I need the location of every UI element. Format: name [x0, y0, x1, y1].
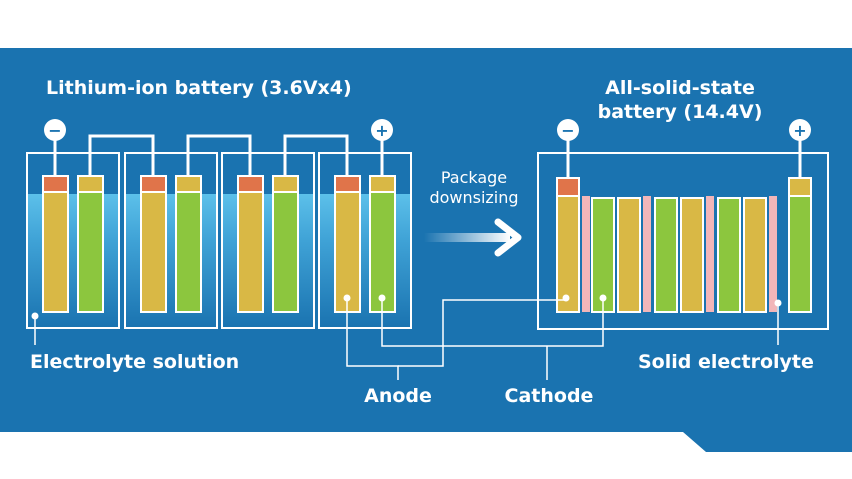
li-ion-title: Lithium-ion battery (3.6Vx4) [46, 77, 352, 99]
li-ion-series-wires [53, 134, 384, 176]
transition-label-line1: Package [441, 168, 507, 187]
solid-state-title-line2: battery (14.4V) [598, 101, 763, 123]
electrolyte-solution-label: Electrolyte solution [30, 351, 239, 373]
leader-lines [34, 299, 779, 380]
solid-state-positive-terminal: + [789, 119, 811, 141]
li-ion-cell-4 [318, 152, 412, 329]
li-ion-cell-3 [221, 152, 315, 329]
li-ion-negative-terminal: − [44, 119, 66, 141]
svg-text:+: + [375, 121, 388, 140]
solid-state-terminal-wires [566, 140, 802, 178]
anode-label: Anode [364, 385, 432, 407]
solid-state-casing [537, 152, 829, 330]
solid-state-negative-terminal: − [557, 119, 579, 141]
corner-tab [683, 432, 852, 452]
transition-label-line2: downsizing [429, 188, 518, 207]
li-ion-cells [26, 152, 412, 329]
svg-text:−: − [561, 121, 574, 140]
leader-dots [31, 294, 782, 320]
li-ion-cell-1 [26, 152, 120, 329]
solid-electrolyte-label: Solid electrolyte [638, 351, 814, 373]
downsizing-arrow-icon [424, 218, 522, 257]
solid-state-stack [556, 177, 812, 313]
svg-text:−: − [48, 121, 61, 140]
cathode-label: Cathode [505, 385, 594, 407]
solid-state-title-line1: All-solid-state [605, 77, 755, 99]
li-ion-positive-terminal: + [371, 119, 393, 141]
li-ion-cell-2 [124, 152, 218, 329]
svg-text:+: + [793, 121, 806, 140]
